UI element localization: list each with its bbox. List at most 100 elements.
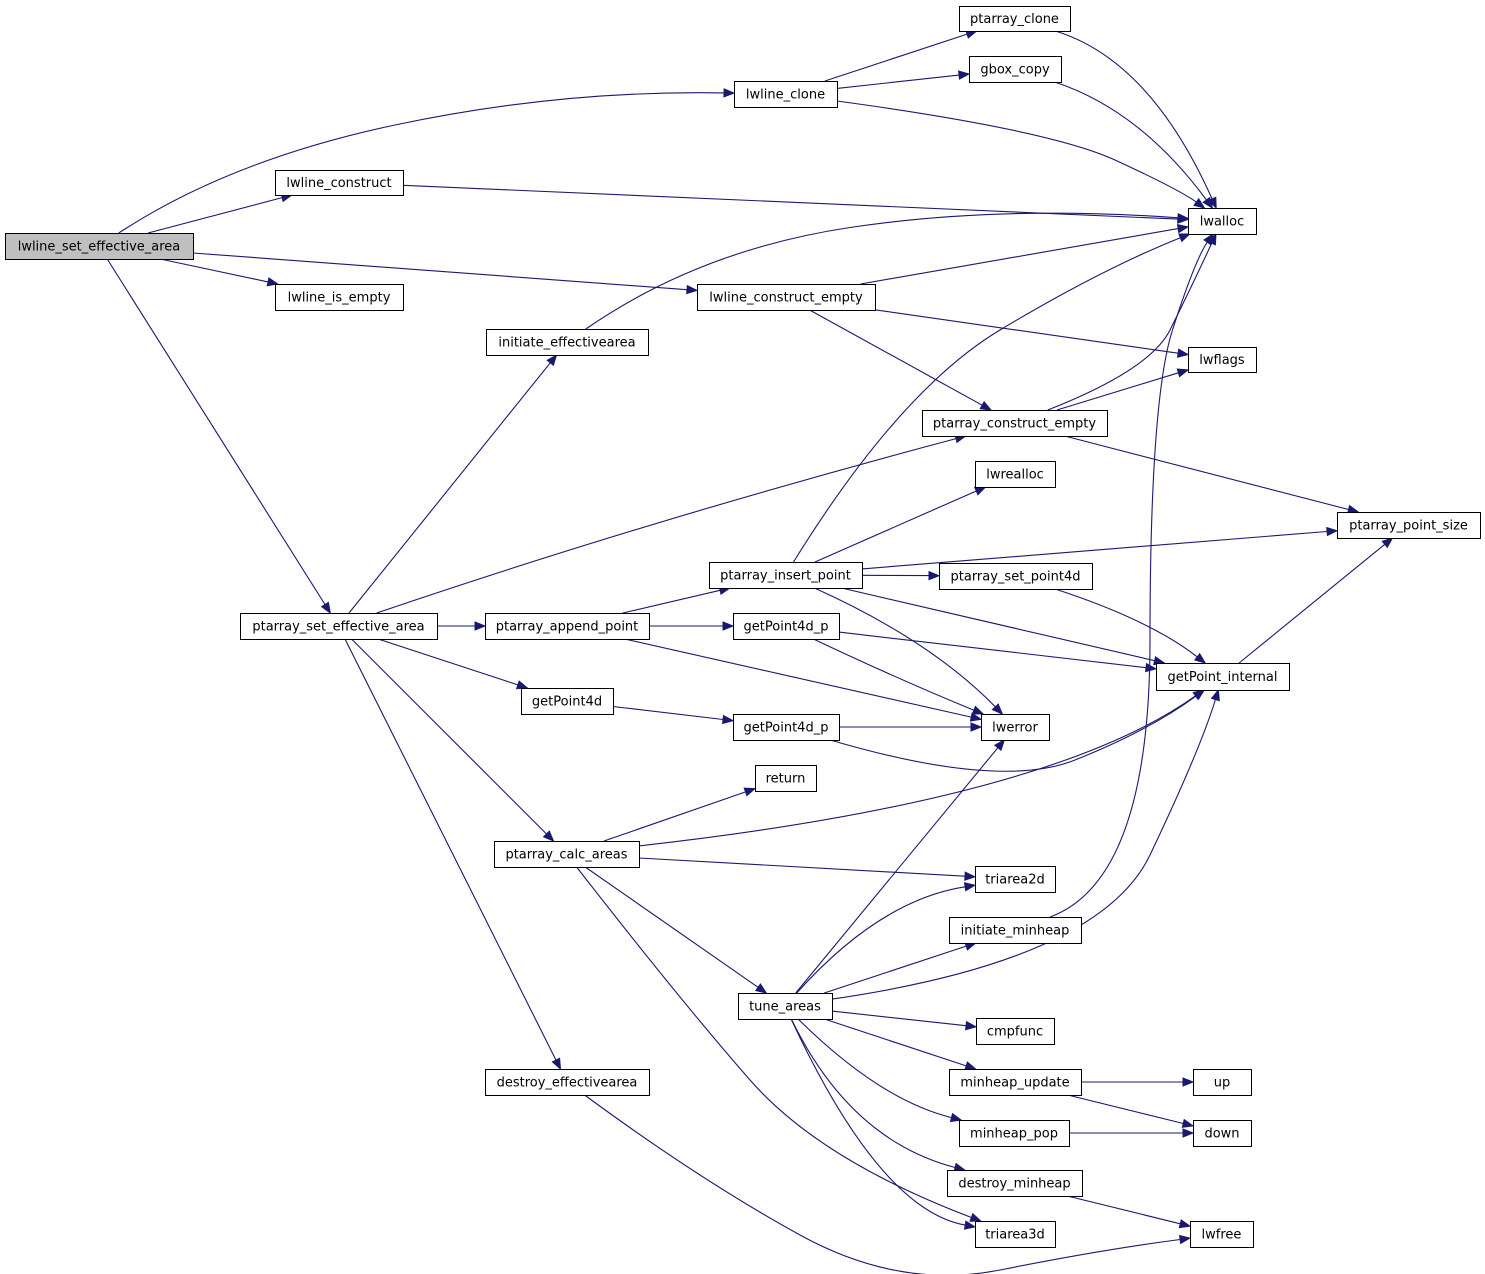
node-label: ptarray_construct_empty (933, 417, 1096, 432)
arrowhead (965, 1020, 978, 1031)
edge-getPoint4d_p_2-to-lwerror (839, 722, 983, 732)
edge-tune_areas-to-triarea3d (790, 1018, 977, 1230)
arrowhead (723, 88, 736, 98)
node-box (733, 613, 840, 640)
edge-line (824, 1018, 967, 1067)
node-gbox-copy[interactable]: gbox_copy (969, 56, 1062, 83)
node-initiate-minheap[interactable]: initiate_minheap (949, 917, 1082, 944)
arrowhead (979, 400, 993, 411)
edge-ptarray_insert_point-to-lwerror (814, 587, 1004, 715)
node-box (1193, 1069, 1252, 1096)
edge-line (793, 237, 1181, 563)
node-label: lwfree (1202, 1228, 1242, 1243)
node-destroy-minheap[interactable]: destroy_minheap (947, 1170, 1083, 1197)
arrowhead (722, 621, 735, 631)
arrowhead (743, 787, 757, 797)
node-label: getPoint4d_p (744, 721, 829, 736)
edge-getPoint_internal-to-ptarray_point_size (1238, 537, 1394, 664)
arrowhead (686, 284, 699, 295)
node-minheap-update[interactable]: minheap_update (949, 1069, 1082, 1096)
edge-line (147, 197, 283, 234)
node-label: ptarray_calc_areas (505, 848, 627, 863)
node-ptarray-insert-point[interactable]: ptarray_insert_point (709, 562, 863, 589)
edge-line (638, 695, 1196, 847)
node-box (486, 329, 649, 356)
node-getPoint4d-p-1[interactable]: getPoint4d_p (733, 613, 840, 640)
node-lwrealloc[interactable]: lwrealloc (975, 461, 1056, 488)
arrowhead (551, 1057, 562, 1071)
edge-lwline_clone-to-gbox_copy (836, 70, 971, 89)
node-lwline-construct-empty[interactable]: lwline_construct_empty (697, 284, 876, 311)
arrowhead (1193, 652, 1207, 664)
node-box (976, 1018, 1055, 1045)
edge-line (1049, 241, 1208, 918)
edge-line (874, 309, 1179, 354)
node-lwalloc[interactable]: lwalloc (1188, 208, 1257, 235)
node-lwline-construct[interactable]: lwline_construct (275, 170, 404, 196)
node-getPoint4d[interactable]: getPoint4d (521, 688, 614, 715)
arrowhead (973, 486, 987, 496)
node-box (1193, 1120, 1252, 1147)
edge-line (402, 184, 1179, 220)
node-lwerror[interactable]: lwerror (981, 714, 1050, 741)
edge-lwline_set_effective_area-to-lwline_is_empty (160, 258, 280, 287)
edge-ptarray_set_effective_area-to-getPoint4d (377, 638, 529, 690)
node-ptarray-set-point4d[interactable]: ptarray_set_point4d (939, 563, 1093, 590)
node-cmpfunc[interactable]: cmpfunc (976, 1018, 1055, 1045)
node-lwfree[interactable]: lwfree (1190, 1221, 1254, 1248)
edge-lwline_set_effective_area-to-lwline_clone (118, 88, 736, 234)
edge-ptarray_calc_areas-to-return (603, 787, 757, 842)
edge-lwline_set_effective_area-to-lwline_construct (147, 193, 294, 234)
node-return[interactable]: return (755, 765, 817, 792)
edge-line (824, 945, 967, 994)
edge-minheap_pop-to-down (1069, 1128, 1195, 1138)
edge-line (841, 587, 1155, 662)
arrowhead (949, 1112, 963, 1123)
node-destroy-effectivearea[interactable]: destroy_effectivearea (485, 1069, 650, 1096)
edge-line (836, 74, 960, 89)
node-tune-areas[interactable]: tune_areas (738, 993, 833, 1020)
edge-line (118, 92, 725, 234)
node-triarea2d[interactable]: triarea2d (975, 866, 1056, 893)
node-ptarray-construct-empty[interactable]: ptarray_construct_empty (922, 410, 1108, 437)
node-box (947, 1170, 1083, 1197)
node-ptarray-clone[interactable]: ptarray_clone (959, 6, 1071, 32)
node-lwline-set-effective-area[interactable]: lwline_set_effective_area (5, 233, 194, 260)
node-lwline-clone[interactable]: lwline_clone (734, 81, 838, 108)
arrowhead (1326, 526, 1339, 537)
edge-line (861, 530, 1328, 570)
node-lwflags[interactable]: lwflags (1188, 347, 1257, 373)
node-ptarray-point-size[interactable]: ptarray_point_size (1337, 512, 1481, 539)
edge-line (584, 1094, 1181, 1274)
node-minheap-pop[interactable]: minheap_pop (959, 1120, 1070, 1147)
edge-lwline_set_effective_area-to-ptarray_set_effective_area (106, 258, 332, 615)
arrowhead (963, 1220, 977, 1230)
node-ptarray-append-point[interactable]: ptarray_append_point (485, 613, 650, 640)
node-up[interactable]: up (1193, 1069, 1252, 1096)
node-box (949, 1069, 1082, 1096)
node-triarea3d[interactable]: triarea3d (975, 1221, 1056, 1248)
node-ptarray-set-effective-area[interactable]: ptarray_set_effective_area (240, 613, 438, 640)
edge-ptarray_set_effective_area-to-ptarray_append_point (437, 621, 487, 631)
edge-ptarray_construct_empty-to-lwflags (1056, 368, 1190, 411)
edge-line (797, 1018, 952, 1119)
node-initiate-effectivearea[interactable]: initiate_effectivearea (486, 329, 649, 356)
node-label: minheap_pop (970, 1127, 1058, 1142)
node-ptarray-calc-areas[interactable]: ptarray_calc_areas (494, 841, 640, 868)
node-lwline-is-empty[interactable]: lwline_is_empty (275, 284, 404, 311)
node-getPoint-internal[interactable]: getPoint_internal (1156, 663, 1290, 691)
arrowhead (1176, 368, 1190, 378)
edge-line (795, 747, 999, 994)
edge-line (1047, 242, 1213, 411)
edge-ptarray_set_point4d-to-getPoint_internal (1055, 588, 1207, 664)
arrowhead (1179, 1234, 1192, 1245)
edge-line (1067, 1195, 1181, 1225)
arrowhead (546, 353, 558, 367)
edge-ptarray_calc_areas-to-getPoint_internal (638, 689, 1205, 847)
node-box (1337, 512, 1481, 539)
node-down[interactable]: down (1193, 1120, 1252, 1147)
edge-ptarray_insert_point-to-ptarray_set_point4d (861, 570, 941, 581)
node-box (275, 170, 404, 196)
node-getPoint4d-p-2[interactable]: getPoint4d_p (733, 714, 840, 741)
arrowhead (963, 882, 977, 892)
